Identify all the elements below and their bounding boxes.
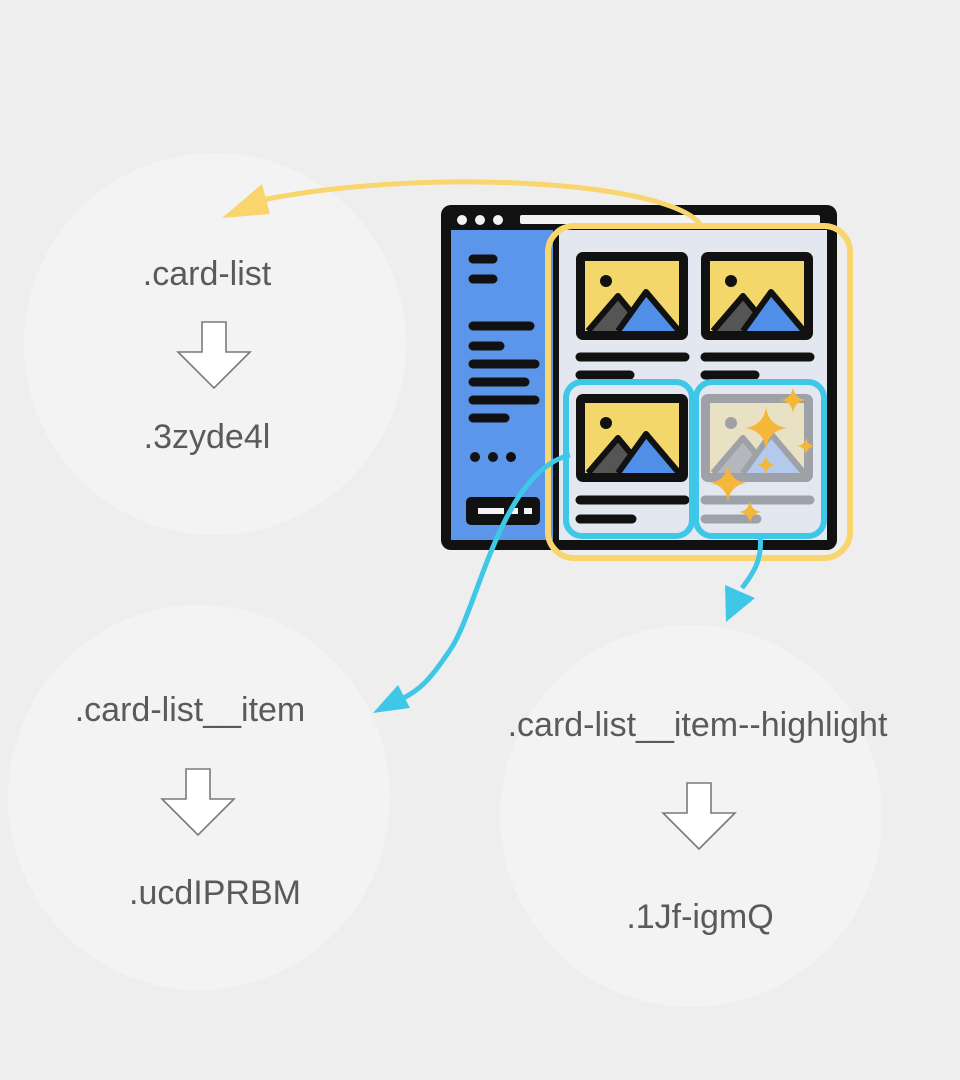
hashed-class-label: .1Jf-igmQ (626, 898, 774, 936)
down-arrow-icon (160, 768, 236, 837)
image-card-icon (701, 252, 813, 340)
down-arrow-icon (176, 321, 252, 390)
down-arrow-icon (661, 782, 737, 851)
hashed-class-label: .3zyde4l (143, 418, 271, 456)
original-class-label: .card-list__item (74, 691, 306, 729)
original-class-label: .card-list__item--highlight (507, 706, 888, 744)
image-card-icon (576, 394, 688, 482)
original-class-label: .card-list (142, 255, 272, 293)
image-card-icon (701, 394, 813, 524)
hashed-class-label: .ucdIPRBM (129, 874, 301, 912)
image-card-icon (576, 252, 688, 340)
